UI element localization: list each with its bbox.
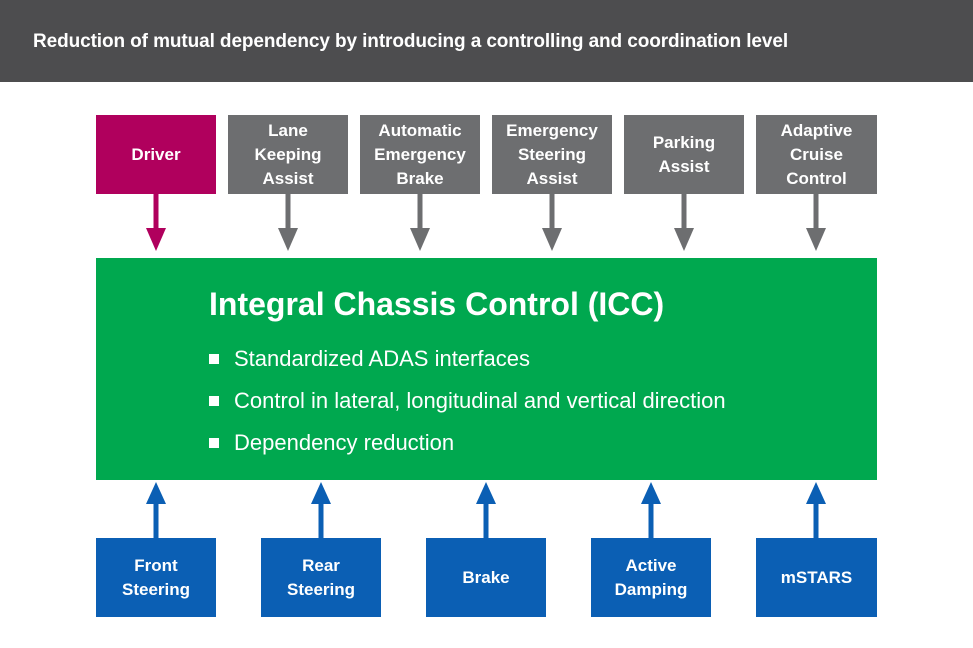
arrow-parking-assist-to-icc xyxy=(674,194,694,251)
output-box-mstars: mSTARS xyxy=(756,538,877,617)
arrow-automatic-emergency-brake-to-icc xyxy=(410,194,430,251)
arrow-active-damping-to-icc xyxy=(641,482,661,538)
arrow-front-steering-to-icc xyxy=(146,482,166,538)
input-box-automatic-emergency-brake: Automatic Emergency Brake xyxy=(360,115,480,194)
icc-bullet: Standardized ADAS interfaces xyxy=(209,346,530,372)
arrow-lane-keeping-to-icc xyxy=(278,194,298,251)
output-box-label: Brake xyxy=(462,567,510,587)
output-box-active-damping: Active Damping xyxy=(591,538,711,617)
page-title: Reduction of mutual dependency by introd… xyxy=(33,31,789,52)
input-box-label: Adaptive Cruise Control xyxy=(780,120,853,188)
input-box-label: Parking Assist xyxy=(652,132,716,176)
input-box-label: Lane Keeping Assist xyxy=(254,120,322,188)
bullet-square-icon xyxy=(209,396,219,406)
arrow-emergency-steering-to-icc xyxy=(542,194,562,251)
input-box-label: Driver xyxy=(131,144,181,164)
icc-bullet: Control in lateral, longitudinal and ver… xyxy=(209,388,726,414)
input-box-adaptive-cruise-control: Adaptive Cruise Control xyxy=(756,115,877,194)
output-box-label: Active Damping xyxy=(614,555,688,599)
output-box-front-steering: Front Steering xyxy=(96,538,216,617)
input-box-parking-assist: Parking Assist xyxy=(624,115,744,194)
bullet-square-icon xyxy=(209,438,219,448)
arrow-rear-steering-to-icc xyxy=(311,482,331,538)
icc-bullet: Dependency reduction xyxy=(209,430,454,456)
input-box-label: Emergency Steering Assist xyxy=(506,120,598,188)
icc-title: Integral Chassis Control (ICC) xyxy=(209,286,665,322)
input-box-driver: Driver xyxy=(96,115,216,194)
arrow-adaptive-cruise-to-icc xyxy=(806,194,826,251)
icc-bullet-text: Dependency reduction xyxy=(234,430,455,455)
arrow-driver-to-icc xyxy=(146,194,166,251)
bullet-square-icon xyxy=(209,354,219,364)
icc-block: Integral Chassis Control (ICC) Standardi… xyxy=(96,258,877,480)
output-box-label: mSTARS xyxy=(780,567,853,587)
input-box-label: Automatic Emergency Brake xyxy=(374,120,466,188)
input-box-lane-keeping-assist: Lane Keeping Assist xyxy=(228,115,348,194)
header-bar: Reduction of mutual dependency by introd… xyxy=(0,0,973,82)
icc-bullet-text: Control in lateral, longitudinal and ver… xyxy=(234,388,726,413)
icc-bullet-text: Standardized ADAS interfaces xyxy=(234,346,530,371)
arrow-mstars-to-icc xyxy=(806,482,826,538)
arrow-brake-to-icc xyxy=(476,482,496,538)
output-box-label: Front Steering xyxy=(121,555,191,599)
output-box-label: Rear Steering xyxy=(286,555,356,599)
output-box-brake: Brake xyxy=(426,538,546,617)
output-box-rear-steering: Rear Steering xyxy=(261,538,381,617)
input-box-emergency-steering-assist: Emergency Steering Assist xyxy=(492,115,612,194)
